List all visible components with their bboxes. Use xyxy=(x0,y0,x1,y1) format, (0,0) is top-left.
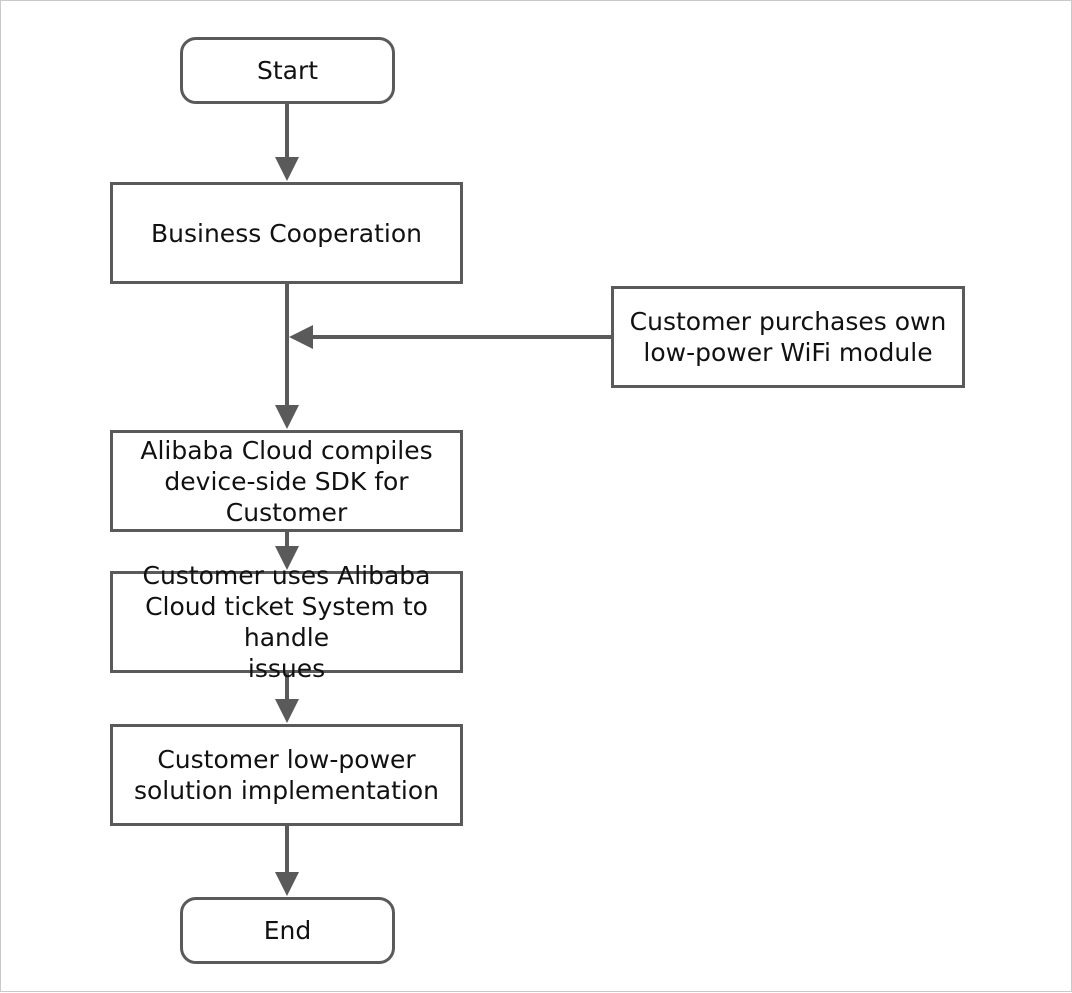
ticket-system-line-3: issues xyxy=(247,654,326,683)
purchase-module-line-2: low-power WiFi module xyxy=(643,338,933,367)
purchase-module-box: Customer purchases own low-power WiFi mo… xyxy=(611,286,965,388)
business-cooperation-label: Business Cooperation xyxy=(151,218,422,248)
implementation-line-1: Customer low-power xyxy=(157,745,416,774)
compile-sdk-box: Alibaba Cloud compiles device-side SDK f… xyxy=(110,430,463,532)
start-node: Start xyxy=(180,37,395,104)
implementation-line-2: solution implementation xyxy=(133,776,440,805)
ticket-system-line-2: Cloud ticket System to handle xyxy=(145,592,428,652)
end-label: End xyxy=(263,916,312,945)
compile-sdk-line-2: device-side SDK for Customer xyxy=(164,466,409,527)
ticket-system-line-1: Customer uses Alibaba xyxy=(142,561,431,590)
compile-sdk-line-1: Alibaba Cloud compiles xyxy=(140,435,433,465)
ticket-system-box: Customer uses Alibaba Cloud ticket Syste… xyxy=(110,561,463,683)
implementation-box: Customer low-power solution implementati… xyxy=(110,724,463,826)
purchase-module-line-1: Customer purchases own xyxy=(629,307,947,336)
business-cooperation-box: Business Cooperation xyxy=(110,182,463,284)
start-label: Start xyxy=(256,56,319,85)
end-node: End xyxy=(180,897,395,964)
